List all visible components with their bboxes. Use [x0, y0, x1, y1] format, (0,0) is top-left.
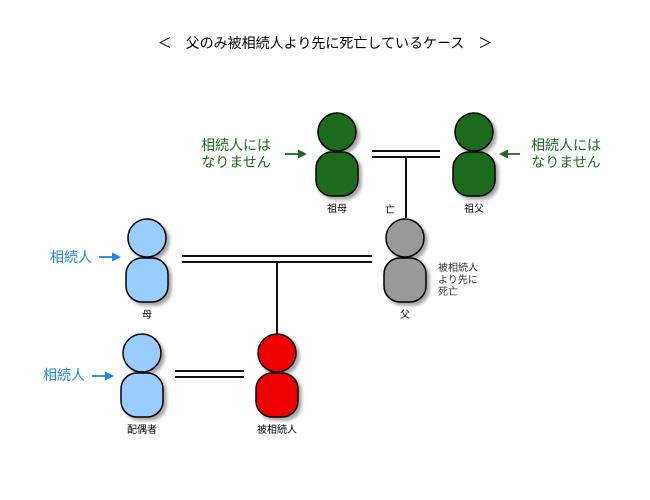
not-heir-text: なりません: [531, 155, 601, 171]
person-label: 父: [400, 309, 410, 321]
heir-label-spouse: 相続人: [43, 367, 85, 384]
person-head: [257, 333, 297, 373]
not-heir-text: 相続人には: [201, 137, 271, 154]
person-body: [125, 257, 169, 303]
arrow-right-icon: [92, 371, 114, 381]
person-label: 祖父: [464, 202, 484, 215]
arrow-right-icon: [99, 252, 121, 262]
relation-lines: [175, 150, 440, 378]
father-note-line: より先に: [438, 274, 478, 286]
person-label: 祖母: [327, 202, 347, 215]
person-head: [122, 333, 162, 373]
person-spouse: 配偶者: [120, 333, 164, 436]
person-label: 配偶者: [127, 423, 157, 436]
deceased-mark: 亡: [385, 203, 395, 216]
person-body: [120, 372, 164, 418]
person-label: 被相続人: [257, 423, 297, 436]
father-note-line: 死亡: [438, 285, 458, 298]
diagram-title: ＜ 父のみ被相続人より先に死亡しているケース ＞: [158, 35, 493, 52]
person-body: [383, 257, 427, 303]
arrow-left-icon: [499, 149, 520, 159]
father-note: 被相続人 より先に 死亡: [438, 261, 478, 298]
person-head: [127, 218, 167, 258]
heir-label-mother: 相続人: [50, 249, 92, 266]
person-body: [452, 151, 496, 197]
person-mother: 母: [125, 218, 169, 321]
father-note-line: 被相続人: [438, 261, 478, 274]
not-heir-note-right: 相続人には なりません: [531, 137, 601, 171]
person-head: [385, 218, 425, 258]
person-head: [317, 112, 357, 152]
person-father: 父: [383, 218, 427, 321]
person-grandfather: 祖父: [452, 112, 496, 215]
not-heir-note-left: 相続人には なりません: [201, 137, 271, 171]
not-heir-text: 相続人には: [531, 137, 601, 154]
person-body: [255, 372, 299, 418]
person-grandmother: 祖母: [315, 112, 359, 215]
not-heir-text: なりません: [201, 155, 271, 171]
person-body: [315, 151, 359, 197]
person-decedent: 被相続人: [255, 333, 299, 436]
arrow-right-icon: [285, 149, 307, 159]
person-head: [454, 112, 494, 152]
person-label: 母: [142, 309, 152, 321]
